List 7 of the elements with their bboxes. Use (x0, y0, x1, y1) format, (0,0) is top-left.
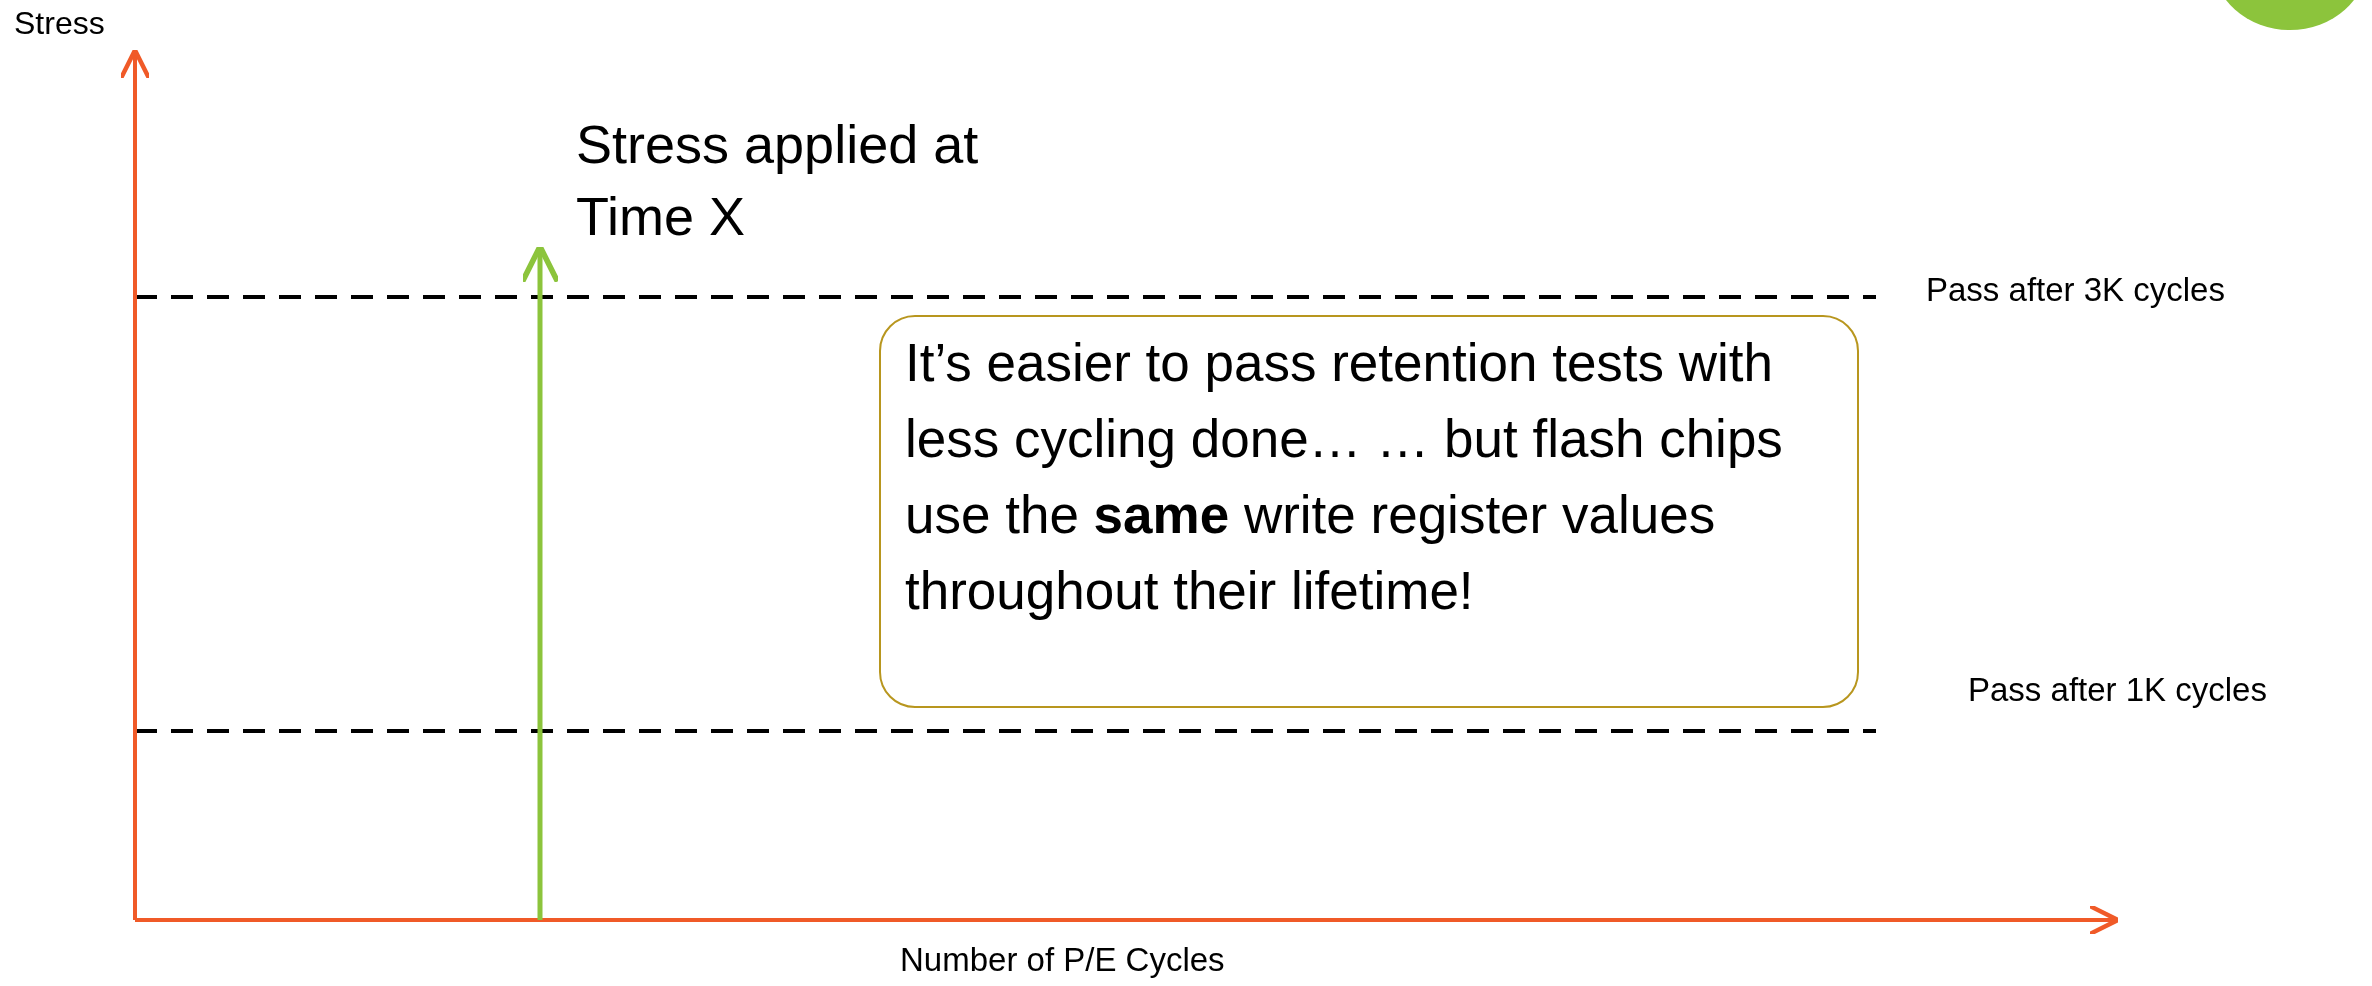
callout-text: It’s easier to pass retention tests with less cycling done… … but flash chips use the same write register values throughout their lifetime! (905, 332, 1784, 622)
axis-title: Number of P/E Cycles (900, 940, 1225, 980)
axis-title: Stress (14, 4, 105, 43)
annotation-text: Stress applied at Time X (576, 113, 980, 248)
threshold-label: Pass after 3K cycles (1926, 270, 2225, 310)
threshold-label: Pass after 1K cycles (1968, 670, 2267, 710)
callout-box (879, 315, 1859, 708)
